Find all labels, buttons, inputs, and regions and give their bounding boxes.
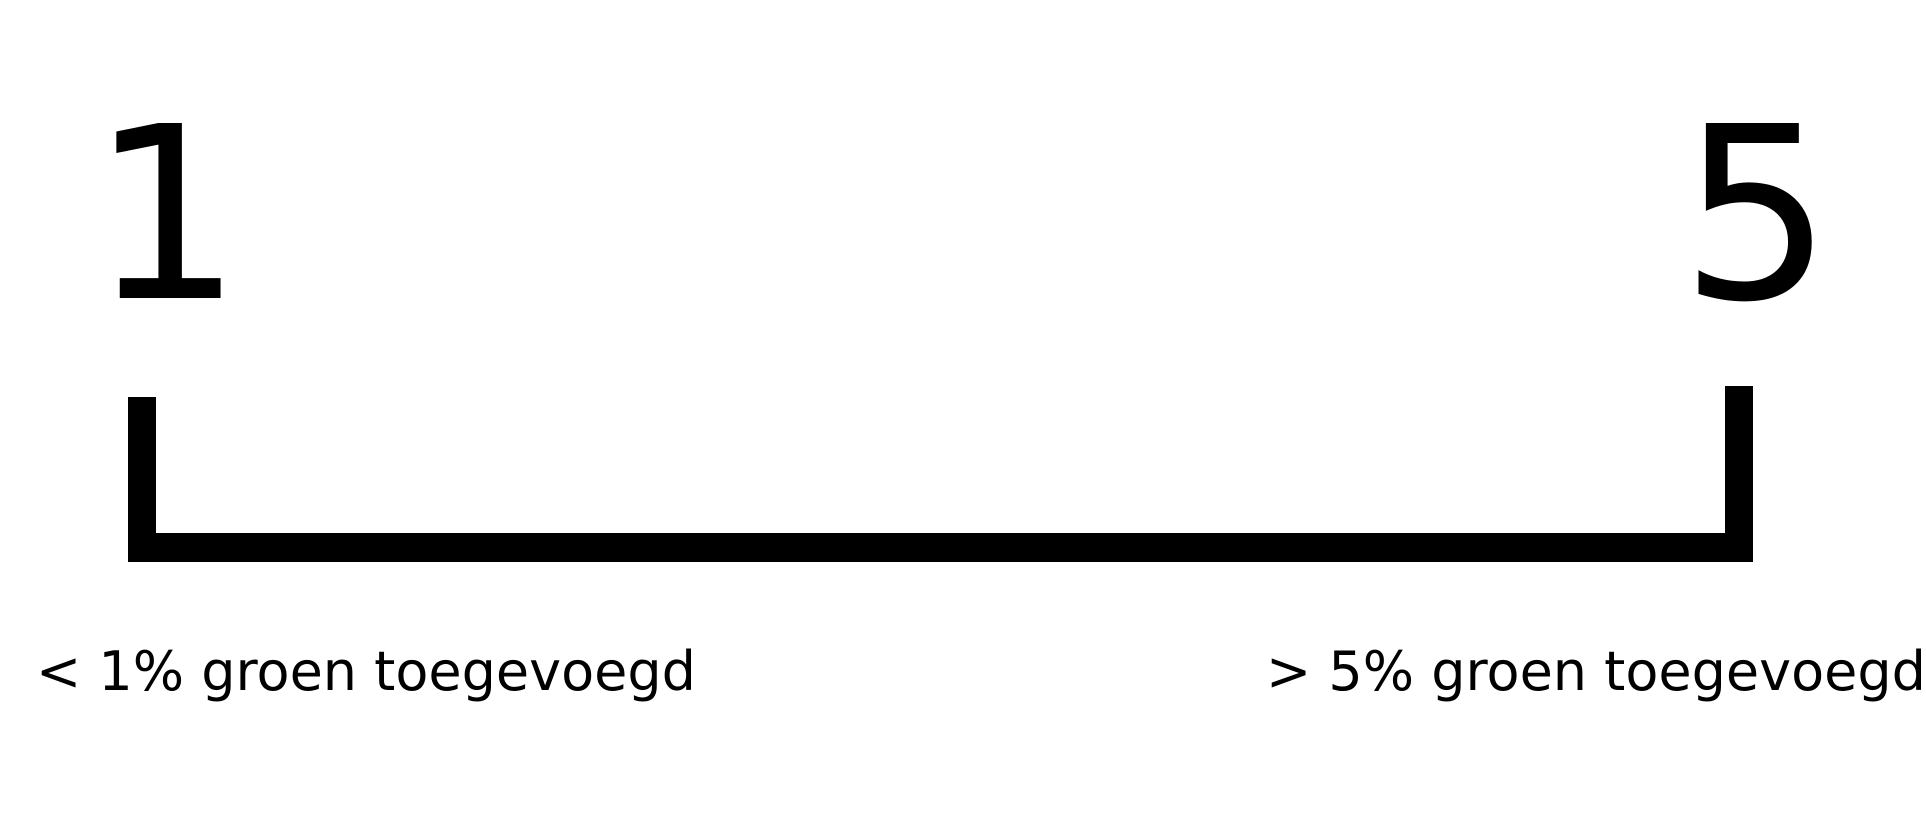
scale-min-number: 1 bbox=[90, 75, 243, 355]
bracket-base-line bbox=[128, 533, 1753, 562]
scale-max-caption: > 5% groen toegevoegd bbox=[1266, 640, 1926, 703]
bracket-right-arm bbox=[1725, 386, 1753, 562]
scale-min-caption: < 1% groen toegevoegd bbox=[36, 640, 696, 703]
scale-max-number: 5 bbox=[1680, 75, 1833, 355]
